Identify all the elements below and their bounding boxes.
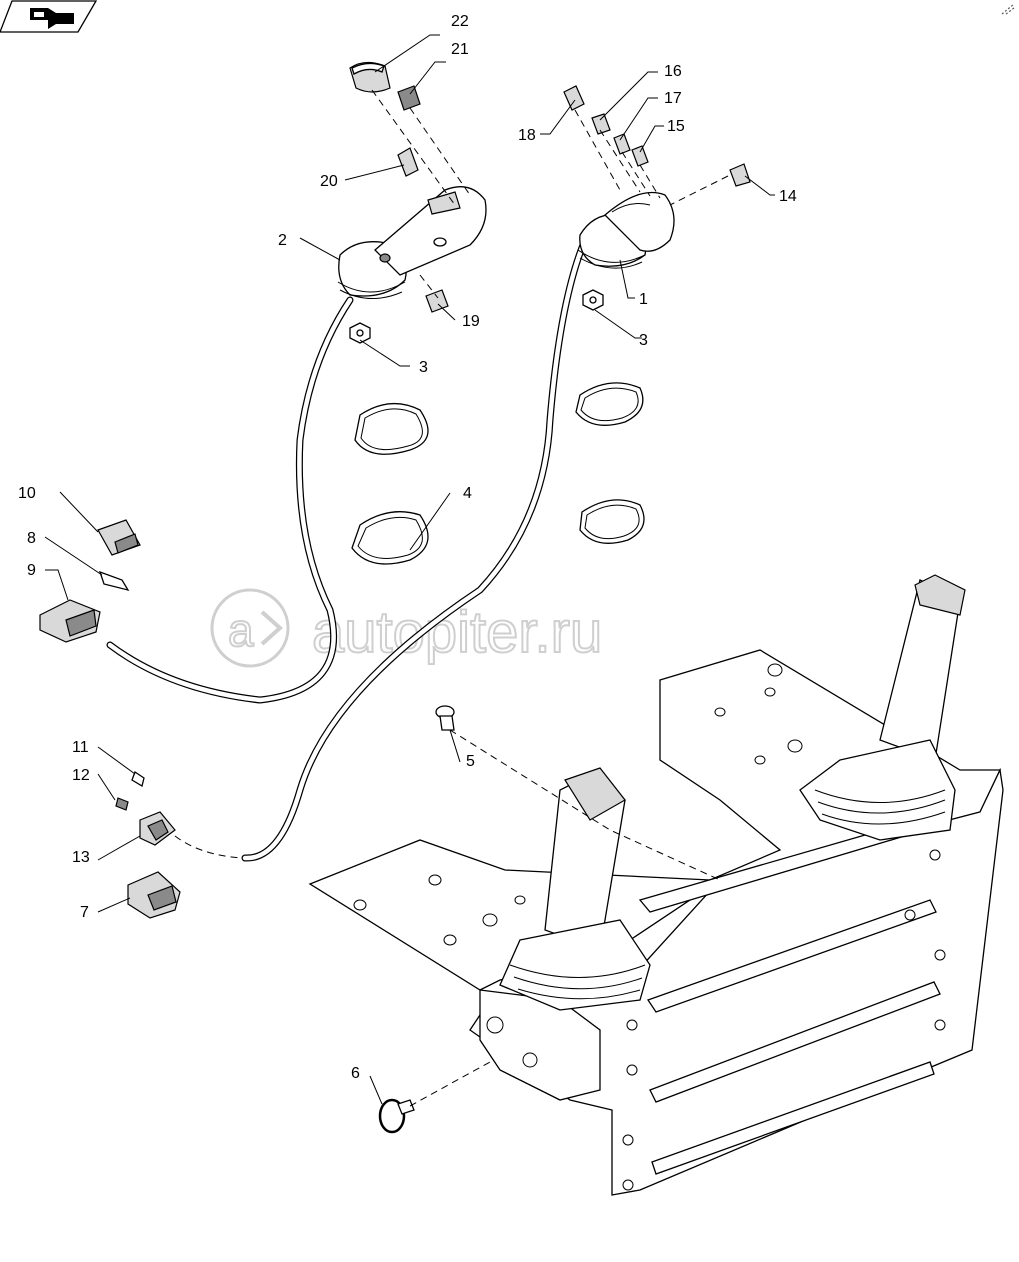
callout-4[interactable]: 4: [463, 485, 472, 502]
callout-2[interactable]: 2: [278, 232, 287, 249]
callout-21[interactable]: 21: [451, 41, 469, 58]
callout-22[interactable]: 22: [451, 13, 469, 30]
svg-text:a: a: [228, 604, 254, 656]
cables: [106, 236, 589, 862]
watermark: a autopiter.ru: [210, 588, 603, 668]
callout-3b[interactable]: 3: [639, 332, 648, 349]
callout-6[interactable]: 6: [351, 1065, 360, 1082]
small-parts: [39, 61, 751, 1134]
resize-icon[interactable]: [1001, 3, 1015, 15]
callout-10[interactable]: 10: [18, 485, 36, 502]
assembly-lines: [174, 89, 729, 1107]
callout-15[interactable]: 15: [667, 118, 685, 135]
callout-14[interactable]: 14: [779, 188, 797, 205]
callout-8[interactable]: 8: [27, 530, 36, 547]
callout-9[interactable]: 9: [27, 562, 36, 579]
leader-lines: [44, 34, 775, 1105]
callout-18[interactable]: 18: [518, 127, 536, 144]
callout-labels: 22 21 20 2 19 3 4 18 16 17 15 14 1 3 5 6…: [18, 13, 797, 1082]
callout-19[interactable]: 19: [462, 313, 480, 330]
callout-20[interactable]: 20: [320, 173, 338, 190]
callout-17[interactable]: 17: [664, 90, 682, 107]
console-frame: [308, 574, 1004, 1196]
watermark-text: autopiter.ru: [312, 600, 602, 665]
callout-13[interactable]: 13: [72, 849, 90, 866]
callout-7[interactable]: 7: [80, 904, 89, 921]
callout-11[interactable]: 11: [72, 739, 89, 756]
callout-5[interactable]: 5: [466, 753, 475, 770]
callout-16[interactable]: 16: [664, 63, 682, 80]
gaskets: [351, 382, 645, 565]
grip-right: [577, 191, 675, 269]
grip-left: [337, 186, 487, 300]
back-arrow-icon[interactable]: [0, 0, 98, 33]
callout-1[interactable]: 1: [639, 291, 648, 308]
callout-12[interactable]: 12: [72, 767, 90, 784]
callout-3a[interactable]: 3: [419, 359, 428, 376]
